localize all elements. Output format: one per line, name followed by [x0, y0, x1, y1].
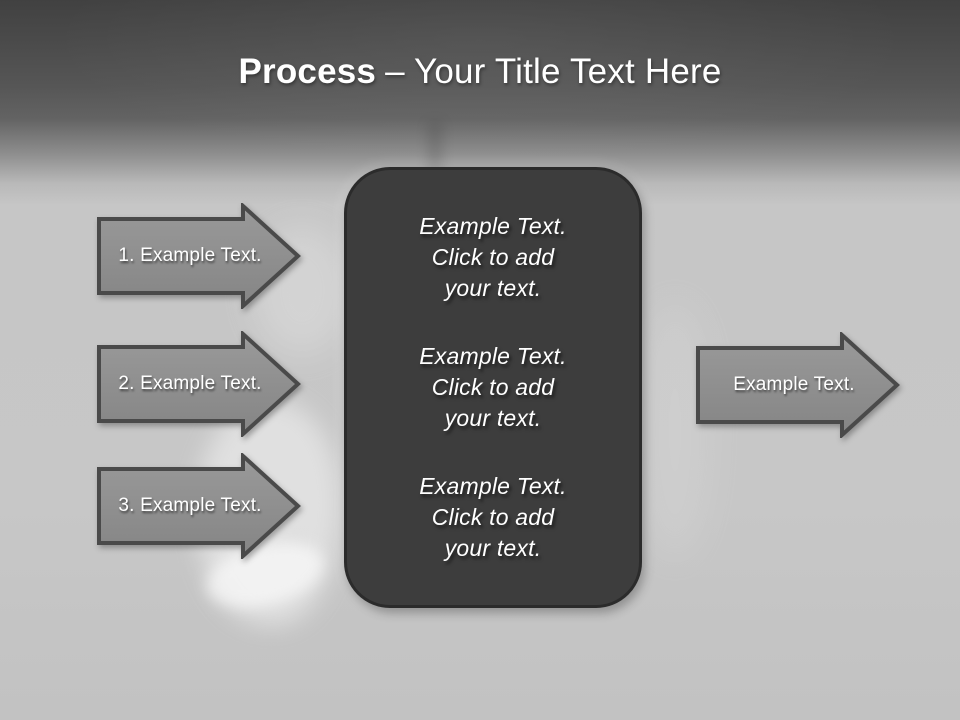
slide-title[interactable]: Process– Your Title Text Here — [0, 50, 960, 94]
result-arrow[interactable]: Example Text. — [696, 332, 900, 438]
process-arrow-1-label: 1. Example Text. — [118, 245, 262, 266]
right-arrow-shape-icon — [97, 331, 301, 437]
text-placeholder-1[interactable]: Example Text. Click to add your text. — [419, 213, 567, 301]
right-arrow-shape-icon — [696, 332, 900, 438]
process-arrow-1[interactable]: 1. Example Text. — [97, 203, 301, 309]
slide-title-subtitle: – Your Title Text Here — [385, 52, 722, 91]
center-text-panel[interactable]: Example Text. Click to add your text. Ex… — [344, 167, 642, 608]
text-placeholder-3[interactable]: Example Text. Click to add your text. — [419, 473, 567, 561]
right-arrow-shape-icon — [97, 453, 301, 559]
text-placeholder-2[interactable]: Example Text. Click to add your text. — [419, 343, 567, 431]
process-arrow-3-label: 3. Example Text. — [118, 495, 262, 516]
right-arrow-shape-icon — [97, 203, 301, 309]
process-arrow-2[interactable]: 2. Example Text. — [97, 331, 301, 437]
result-arrow-label: Example Text. — [733, 374, 855, 395]
process-arrow-2-label: 2. Example Text. — [118, 373, 262, 394]
process-arrow-3[interactable]: 3. Example Text. — [97, 453, 301, 559]
slide-title-keyword: Process — [238, 52, 377, 91]
